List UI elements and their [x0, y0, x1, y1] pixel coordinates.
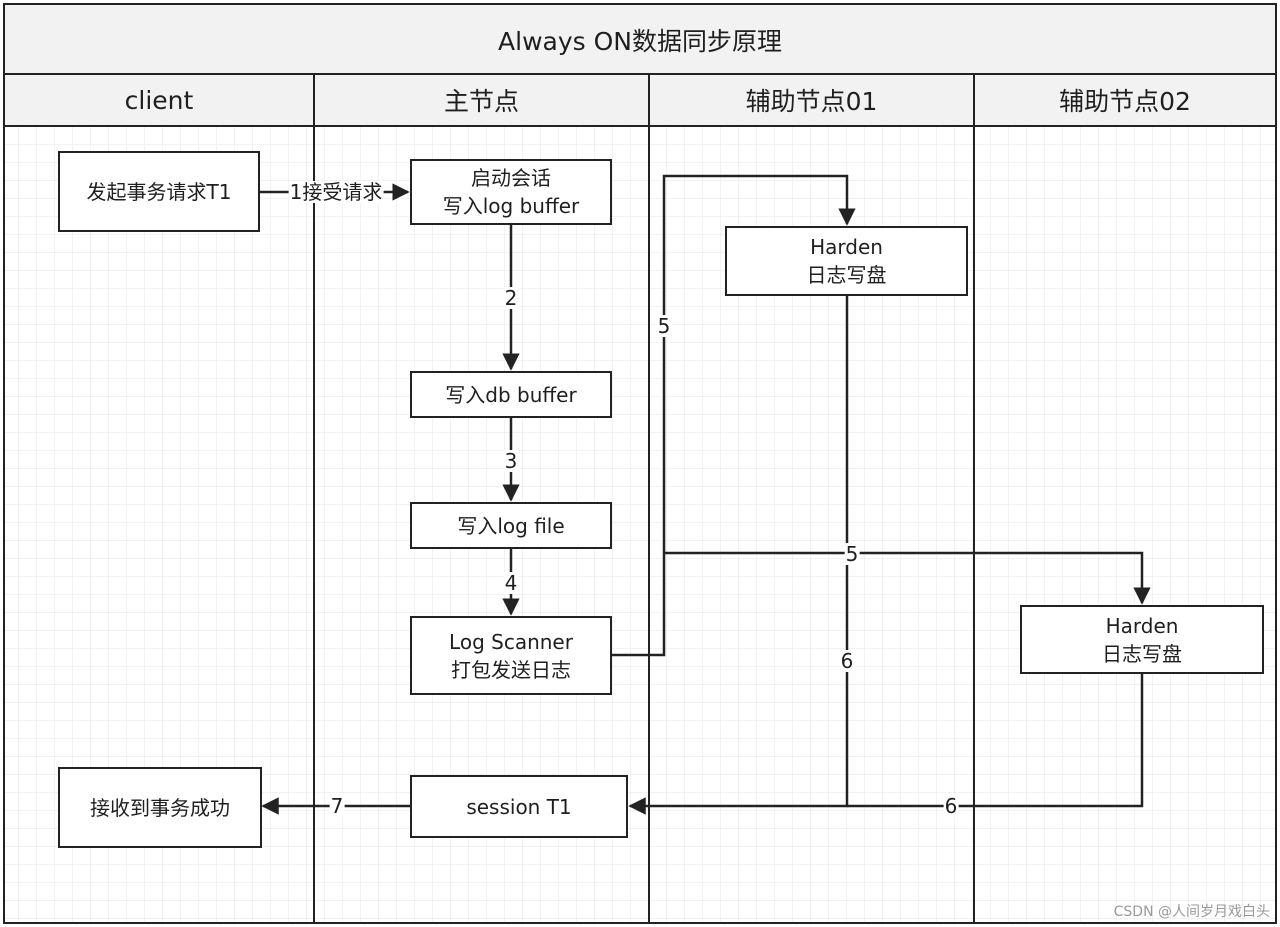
edge-step5-to-01 — [612, 174, 856, 657]
node-harden-01-line1: Harden — [810, 235, 883, 259]
node-log-scanner-line2: 打包发送日志 — [451, 657, 571, 682]
lane-header-bg — [4, 74, 1276, 126]
node-session-t1-text: session T1 — [466, 794, 572, 819]
edge-label-step7: 7 — [329, 794, 345, 818]
edge-step5-to-02 — [664, 551, 1151, 605]
node-start-session: 启动会话 写入log buffer — [410, 159, 612, 225]
node-harden-02: Harden 日志写盘 — [1020, 605, 1264, 674]
edge-label-step6-from-01: 6 — [839, 649, 855, 673]
edge-label-step2: 2 — [503, 286, 519, 310]
edge-label-step5-to-02: 5 — [844, 542, 860, 566]
node-write-log-file-text: 写入log file — [457, 513, 565, 538]
edge-label-step1: 1接受请求 — [288, 180, 384, 204]
node-start-transaction-text: 发起事务请求T1 — [86, 179, 232, 204]
node-start-session-line1: 启动会话 — [471, 166, 551, 190]
watermark: CSDN @人间岁月戏白头 — [1113, 904, 1270, 920]
title-bar-bg — [4, 4, 1276, 74]
node-log-scanner: Log Scanner 打包发送日志 — [410, 616, 612, 695]
node-session-t1: session T1 — [410, 775, 628, 838]
node-commit-success: 接收到事务成功 — [58, 767, 262, 848]
node-write-log-file: 写入log file — [410, 502, 612, 549]
node-log-scanner-line1: Log Scanner — [449, 629, 573, 654]
lane-header-secondary01: 辅助节点01 — [745, 87, 878, 116]
lane-header-primary: 主节点 — [443, 87, 519, 116]
node-write-db-buffer-text: 写入db buffer — [445, 382, 577, 407]
lane-header-secondary02: 辅助节点02 — [1059, 87, 1191, 116]
diagram-title: Always ON数据同步原理 — [498, 27, 782, 56]
node-harden-02-line1: Harden — [1105, 613, 1179, 638]
node-start-transaction: 发起事务请求T1 — [58, 151, 260, 232]
lane-header-client: client — [124, 85, 194, 115]
node-commit-success-text: 接收到事务成功 — [90, 795, 230, 820]
edge-label-step5-to-01: 5 — [656, 314, 672, 338]
node-harden-01-line2: 日志写盘 — [806, 263, 887, 287]
edge-label-step4: 4 — [503, 571, 519, 595]
outer-frame — [3, 3, 1277, 924]
node-harden-01: Harden 日志写盘 — [725, 226, 968, 296]
edge-label-step6-from-02: 6 — [943, 794, 959, 818]
edge-label-step3: 3 — [503, 449, 519, 473]
node-start-session-line2: 写入log buffer — [442, 194, 580, 218]
node-harden-02-line2: 日志写盘 — [1102, 641, 1182, 666]
node-write-db-buffer: 写入db buffer — [410, 371, 612, 418]
